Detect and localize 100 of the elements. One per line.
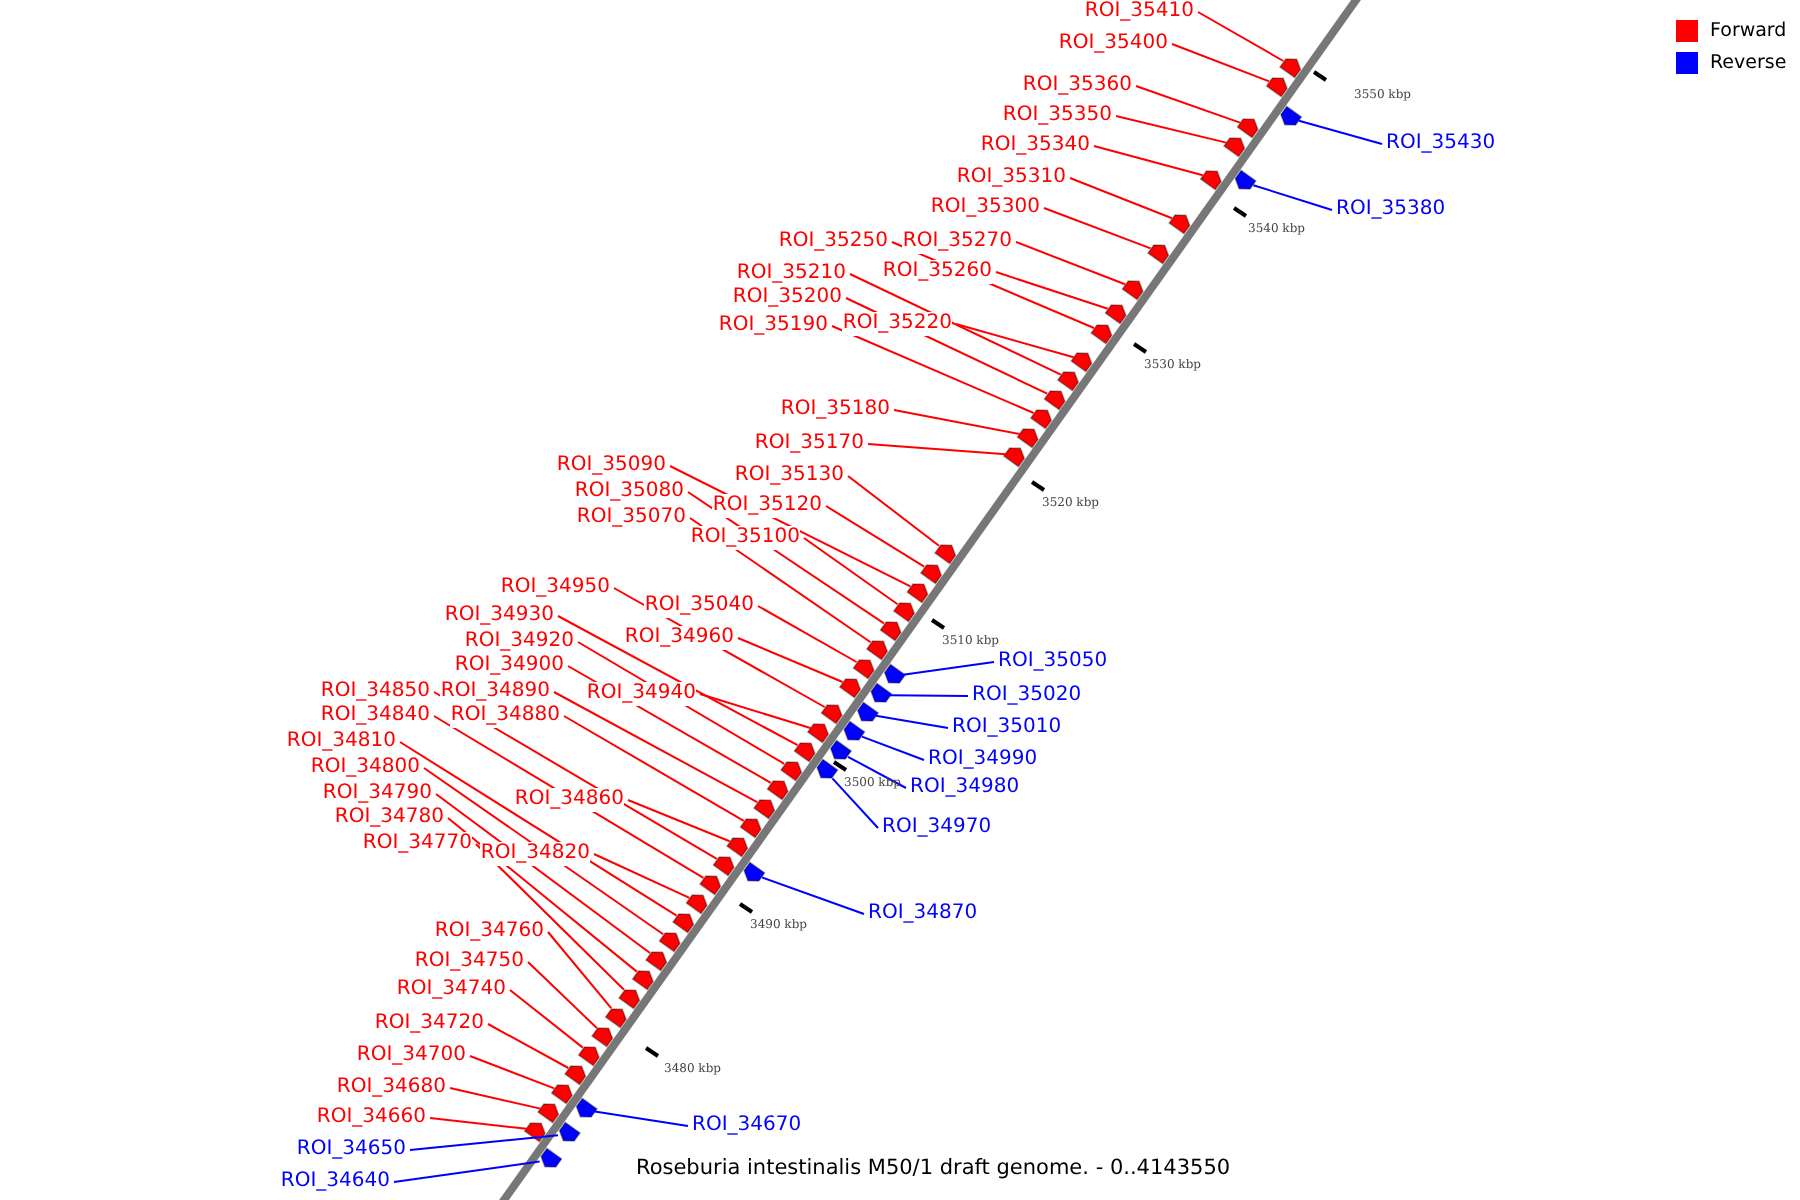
leader-line <box>847 755 907 789</box>
gene-label: ROI_35120 <box>712 494 822 518</box>
leader-line <box>475 843 625 991</box>
gene-label: ROI_35200 <box>732 286 842 310</box>
gene-block <box>933 544 957 565</box>
gene-block <box>829 739 853 760</box>
leader-line <box>563 715 745 822</box>
gene-label: ROI_34760 <box>434 920 544 944</box>
gene-block <box>1121 280 1144 301</box>
gene-label: ROI_35430 <box>1386 132 1496 156</box>
gene-block <box>752 799 776 820</box>
gene-label: ROI_34940 <box>586 682 696 706</box>
leader-line <box>1171 43 1271 83</box>
gene-label: ROI_34850 <box>320 680 430 704</box>
gene-label: ROI_35090 <box>556 454 666 478</box>
leader-line <box>509 989 584 1049</box>
gene-label: ROI_34800 <box>310 756 420 780</box>
leader-line <box>1252 184 1333 211</box>
gene-block <box>523 1122 546 1143</box>
leader-line <box>557 615 799 747</box>
gene-label: ROI_34700 <box>356 1044 466 1068</box>
gene-block <box>919 564 943 585</box>
leader-line <box>469 1055 556 1090</box>
leader-line <box>831 325 1035 414</box>
leader-line <box>1093 145 1204 177</box>
gene-block <box>563 1065 587 1086</box>
leader-line <box>593 1110 689 1127</box>
leader-line <box>487 1023 570 1069</box>
leader-line <box>1069 177 1173 220</box>
gene-block <box>1104 304 1127 325</box>
leader-line <box>699 693 812 729</box>
leader-line <box>893 409 1021 435</box>
gene-label: ROI_35380 <box>1336 198 1446 222</box>
gene-block <box>658 932 681 953</box>
gene-label: ROI_35170 <box>754 432 864 456</box>
gene-block <box>590 1027 614 1048</box>
gene-block <box>1280 105 1303 126</box>
gene-label: ROI_35410 <box>1084 0 1194 24</box>
gene-block <box>793 742 816 763</box>
gene-block <box>550 1084 573 1105</box>
gene-block <box>892 602 916 623</box>
gene-label: ROI_34960 <box>624 626 734 650</box>
gene-block <box>1016 428 1039 449</box>
leader-line <box>1197 11 1285 62</box>
leader-line <box>761 876 865 915</box>
gene-block <box>1234 169 1257 190</box>
gene-label: ROI_34680 <box>336 1076 446 1100</box>
gene-block <box>879 621 902 642</box>
gene-label: ROI_34840 <box>320 704 430 728</box>
leader-line <box>547 931 613 1010</box>
gene-label: ROI_35250 <box>778 230 888 254</box>
gene-label: ROI_34870 <box>868 902 978 926</box>
gene-label: ROI_34860 <box>514 788 624 812</box>
gene-block <box>604 1008 627 1029</box>
gene-block <box>1222 137 1246 158</box>
gene-block <box>1199 170 1222 191</box>
leader-line <box>423 767 665 936</box>
leader-line <box>449 1087 542 1110</box>
leader-line <box>867 443 1007 456</box>
leader-line <box>902 661 995 676</box>
gene-block <box>806 723 830 744</box>
gene-block <box>852 659 875 680</box>
gene-block <box>536 1103 560 1124</box>
caption: Roseburia intestinalis M50/1 draft genome. - 0..4143550 <box>636 1156 1231 1182</box>
gene-label: ROI_35220 <box>842 312 952 336</box>
gene-label: ROI_34740 <box>396 978 506 1002</box>
gene-label: ROI_34640 <box>280 1170 390 1194</box>
gene-block <box>577 1046 600 1067</box>
gene-label: ROI_34920 <box>464 630 574 654</box>
leader-line <box>627 799 731 843</box>
gene-block <box>1002 447 1026 468</box>
gene-block <box>575 1097 599 1118</box>
gene-block <box>712 856 735 877</box>
gene-block <box>1265 77 1288 98</box>
legend-label: Forward <box>1710 20 1787 44</box>
gene-label: ROI_34770 <box>362 832 472 856</box>
gene-block <box>766 780 789 801</box>
gene-block <box>906 583 929 604</box>
gene-label: ROI_34900 <box>454 654 564 678</box>
leader-line <box>553 691 759 804</box>
gene-block <box>1090 324 1113 345</box>
leader-line <box>1015 241 1126 286</box>
gene-label: ROI_35340 <box>980 134 1090 158</box>
gene-block <box>865 640 889 661</box>
gene-block <box>743 861 766 882</box>
gene-block <box>1146 244 1170 265</box>
gene-label: ROI_35180 <box>780 398 890 422</box>
gene-block <box>883 663 907 684</box>
leader-line <box>995 271 1109 310</box>
gene-label: ROI_35130 <box>734 464 844 488</box>
leader-line <box>831 777 879 829</box>
gene-block <box>1278 58 1302 79</box>
leader-line <box>737 637 844 683</box>
gene-block <box>843 720 866 741</box>
gene-block <box>1056 371 1080 392</box>
leader-line <box>955 323 1075 359</box>
leader-line <box>393 1160 541 1183</box>
leader-line <box>1043 207 1152 250</box>
gene-label: ROI_35190 <box>718 314 828 338</box>
leader-line <box>429 1117 528 1130</box>
